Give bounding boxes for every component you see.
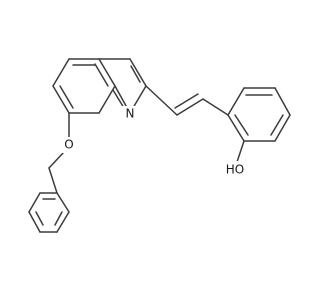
bond (270, 114, 284, 136)
vinyl-linker (145, 85, 229, 116)
bond (59, 85, 74, 109)
bond (145, 85, 178, 116)
bond (98, 58, 116, 87)
hydroxyl-label: HO (226, 163, 244, 177)
bond (35, 211, 44, 226)
bond (176, 98, 204, 116)
bond (112, 89, 125, 109)
bond (274, 114, 291, 142)
bond (48, 151, 65, 169)
bond (234, 114, 249, 136)
quinoline-benzo-ring (52, 58, 116, 114)
atom-hydroxyl: HO (222, 161, 248, 177)
bond (48, 167, 58, 194)
bond (274, 87, 291, 116)
bond (202, 98, 229, 116)
bond (98, 85, 116, 114)
phenyl-ring (28, 192, 70, 233)
bond (94, 63, 109, 87)
nitrogen-label: N (126, 107, 135, 121)
atom-nitrogen: N (120, 106, 140, 122)
benzyloxy-group (48, 112, 70, 194)
bond (227, 87, 245, 116)
bond (129, 58, 147, 87)
bond (28, 192, 41, 213)
bond (52, 85, 70, 114)
bond (56, 192, 70, 213)
bond (52, 58, 70, 87)
ether-oxygen-label: O (64, 138, 73, 152)
bond (174, 93, 199, 109)
bond (227, 114, 245, 142)
molecule-structure: N O HO (28, 58, 291, 233)
bond (56, 211, 70, 233)
phenol-ring (227, 87, 291, 166)
bond (130, 65, 141, 83)
bond (28, 211, 41, 233)
quinoline-pyridine-ring (98, 58, 147, 114)
atom-ether-oxygen: O (58, 137, 80, 153)
bond (54, 211, 63, 226)
